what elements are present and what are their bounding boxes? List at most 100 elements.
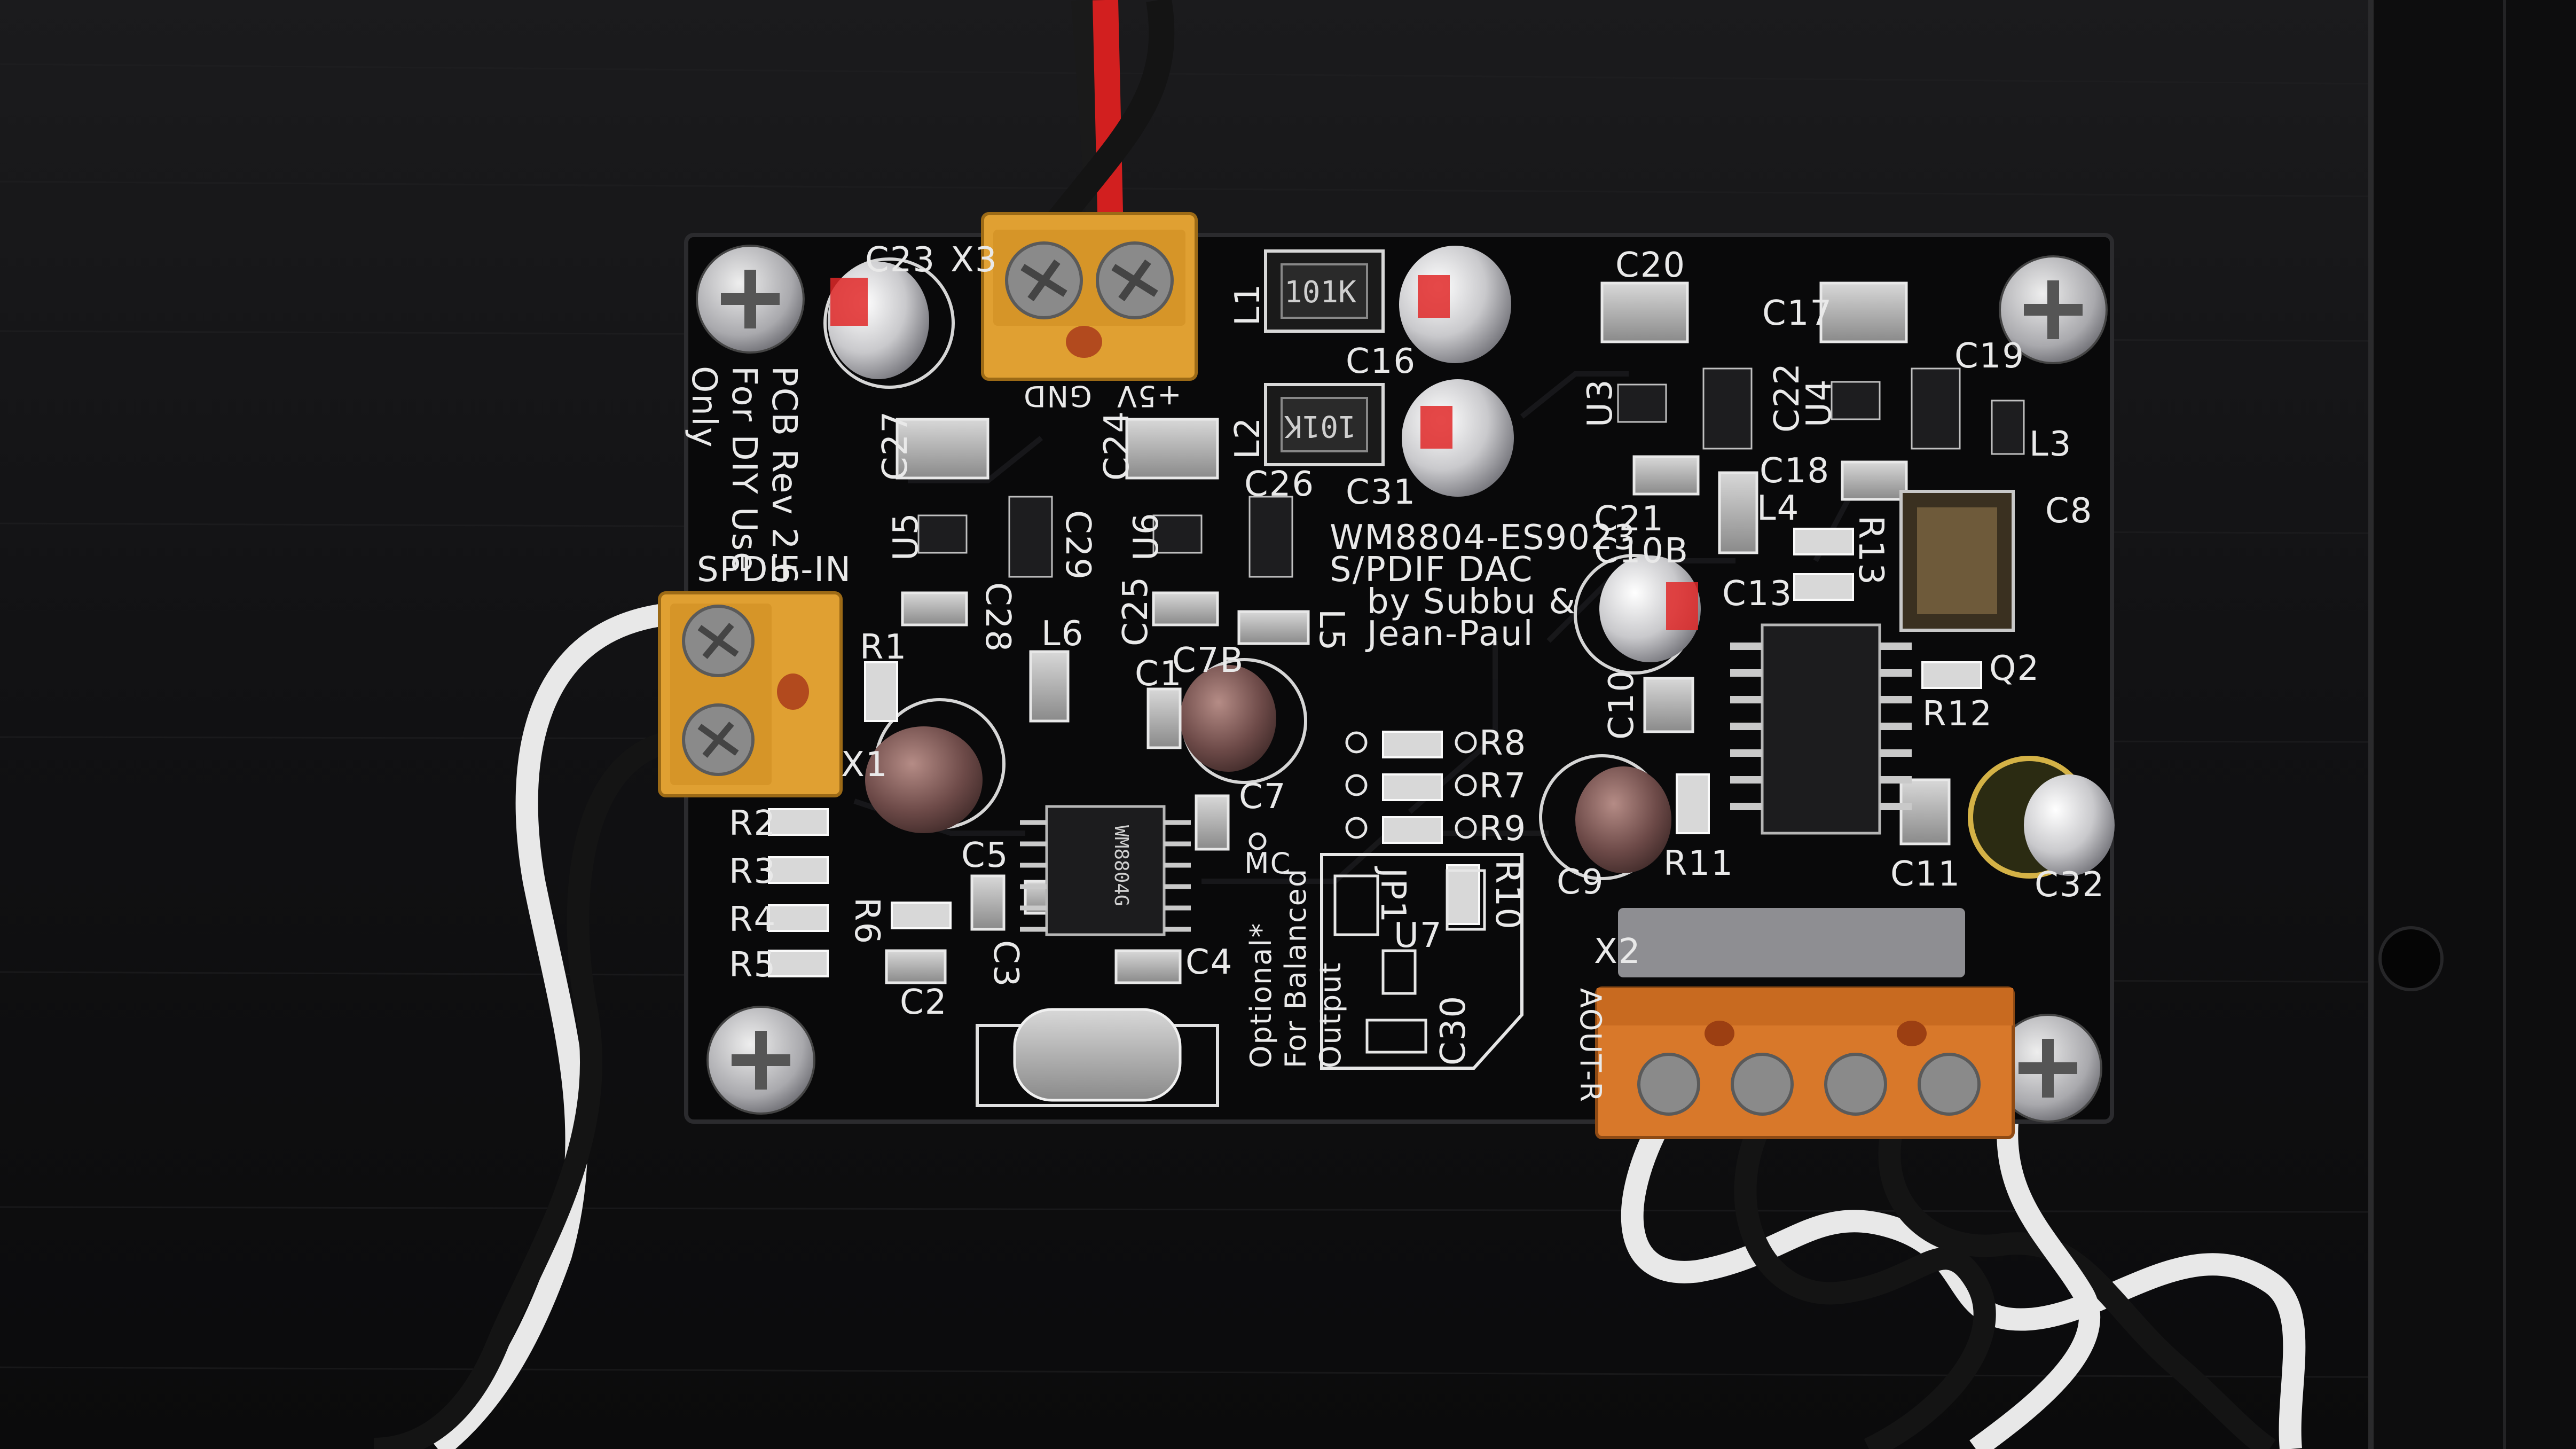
rev-line3: Only (684, 366, 724, 449)
capacitor-c10b (1574, 554, 1701, 675)
label-c21: C21 (1594, 499, 1665, 539)
label-u3: U3 (1581, 378, 1620, 427)
label-r1: R1 (860, 628, 908, 667)
capacitor-x1 (865, 698, 1006, 833)
board-credit-line2: Jean-Paul (1367, 614, 1534, 654)
label-u4: U4 (1800, 378, 1839, 427)
terminal-spdif-in (658, 591, 843, 797)
label-c27: C27 (876, 410, 915, 481)
label-c31: C31 (1346, 473, 1417, 512)
optional-line2: For Balanced (1279, 867, 1313, 1068)
label-c24: C24 (1097, 410, 1137, 481)
receiver-chip-wm8804 (1020, 805, 1191, 936)
gnd-label: GND (1023, 379, 1092, 413)
inductor2-mark: 101K (1284, 409, 1356, 443)
terminal-x3 (981, 212, 1198, 381)
label-c20: C20 (1615, 246, 1686, 285)
smd-capacitors (885, 281, 1951, 984)
label-x3: X3 (951, 240, 998, 280)
label-r3: R3 (729, 852, 777, 891)
wire-red (1093, 0, 1124, 236)
label-l5: L5 (1311, 609, 1351, 652)
label-c2: C2 (900, 983, 948, 1022)
test-pads (1248, 731, 1477, 850)
label-r8: R8 (1479, 724, 1527, 763)
label-jp1: JP1 (1373, 868, 1412, 924)
label-c30: C30 (1434, 994, 1473, 1066)
capacitor-c7b (1180, 658, 1307, 784)
label-c13: C13 (1722, 574, 1793, 614)
regulators (917, 367, 2025, 578)
screw (1993, 1014, 2102, 1123)
label-r10: R10 (1488, 860, 1527, 930)
label-c7b: C7B (1172, 641, 1245, 680)
label-c4: C4 (1185, 943, 1234, 982)
screw (696, 245, 805, 354)
label-c7: C7 (1239, 777, 1287, 817)
label-c8: C8 (2045, 491, 2093, 531)
inductor1-mark: 101K (1284, 275, 1356, 310)
rev-line2: For DIY Use (724, 366, 764, 574)
dac-chip (1730, 623, 1912, 835)
label-c9: C9 (1557, 863, 1605, 902)
optional-line1: Optional* (1244, 922, 1278, 1068)
label-l4: L4 (1757, 489, 1800, 528)
label-c29: C29 (1058, 510, 1097, 581)
label-c1: C1 (1135, 654, 1183, 694)
label-r7: R7 (1479, 766, 1527, 806)
wire-white-left (431, 603, 669, 1449)
capacitor-c32 (1968, 756, 2115, 879)
optional-line3: Output (1314, 961, 1347, 1068)
label-c10b: C10B (1594, 531, 1690, 571)
inductor-l2 (1264, 383, 1385, 466)
label-c16: C16 (1346, 342, 1417, 381)
label-c25: C25 (1116, 575, 1156, 646)
screw (706, 1006, 815, 1115)
label-l2: L2 (1228, 416, 1268, 459)
enclosure-hole (2378, 926, 2444, 991)
terminal-aout (1595, 908, 2015, 1139)
label-l1: L1 (1228, 283, 1268, 326)
label-u7: U7 (1394, 916, 1443, 955)
board-credit-line1: by Subbu & (1367, 582, 1577, 622)
screw (1999, 255, 2108, 364)
mc-label: MC (1244, 847, 1292, 880)
label-r2: R2 (729, 804, 777, 843)
label-c10: C10 (1602, 669, 1642, 740)
label-c23: C23 (865, 240, 936, 280)
label-c28: C28 (978, 582, 1017, 653)
inductor-l1 (1264, 249, 1385, 333)
aout-r-label: AOUT-R (1574, 988, 1607, 1103)
crystal (976, 1008, 1219, 1107)
label-c32: C32 (2035, 865, 2106, 905)
label-l3: L3 (2029, 425, 2072, 464)
label-u6: U6 (1127, 512, 1166, 561)
spdif-in-label: SPDIF-IN (697, 550, 852, 590)
capacitor-c9 (1539, 754, 1671, 880)
plus5v-label: +5V (1116, 379, 1182, 413)
wire-white-right (1621, 1116, 2306, 1449)
wm-chip-mark: WM8804G (1110, 825, 1132, 906)
label-x2: X2 (1594, 932, 1642, 972)
label-c19: C19 (1954, 336, 2025, 376)
label-r11: R11 (1663, 844, 1734, 883)
label-c3: C3 (986, 940, 1025, 988)
label-r5: R5 (729, 945, 777, 985)
label-u5: U5 (886, 512, 926, 561)
label-c5: C5 (961, 836, 1009, 875)
label-r4: R4 (729, 900, 777, 939)
label-q2: Q2 (1989, 649, 2040, 688)
label-c17: C17 (1762, 294, 1833, 333)
smd-resistors (768, 528, 1982, 977)
label-r6: R6 (847, 897, 886, 945)
label-r9: R9 (1479, 809, 1527, 849)
label-l6: L6 (1041, 614, 1085, 654)
label-x1: X1 (841, 745, 889, 785)
enclosure-wall (2371, 0, 2576, 1449)
label-c11: C11 (1890, 855, 1961, 894)
board-title-line2: S/PDIF DAC (1330, 550, 1534, 590)
capacitor-c23 (823, 257, 955, 389)
board-title-line1: WM8804-ES9023 (1330, 518, 1637, 558)
